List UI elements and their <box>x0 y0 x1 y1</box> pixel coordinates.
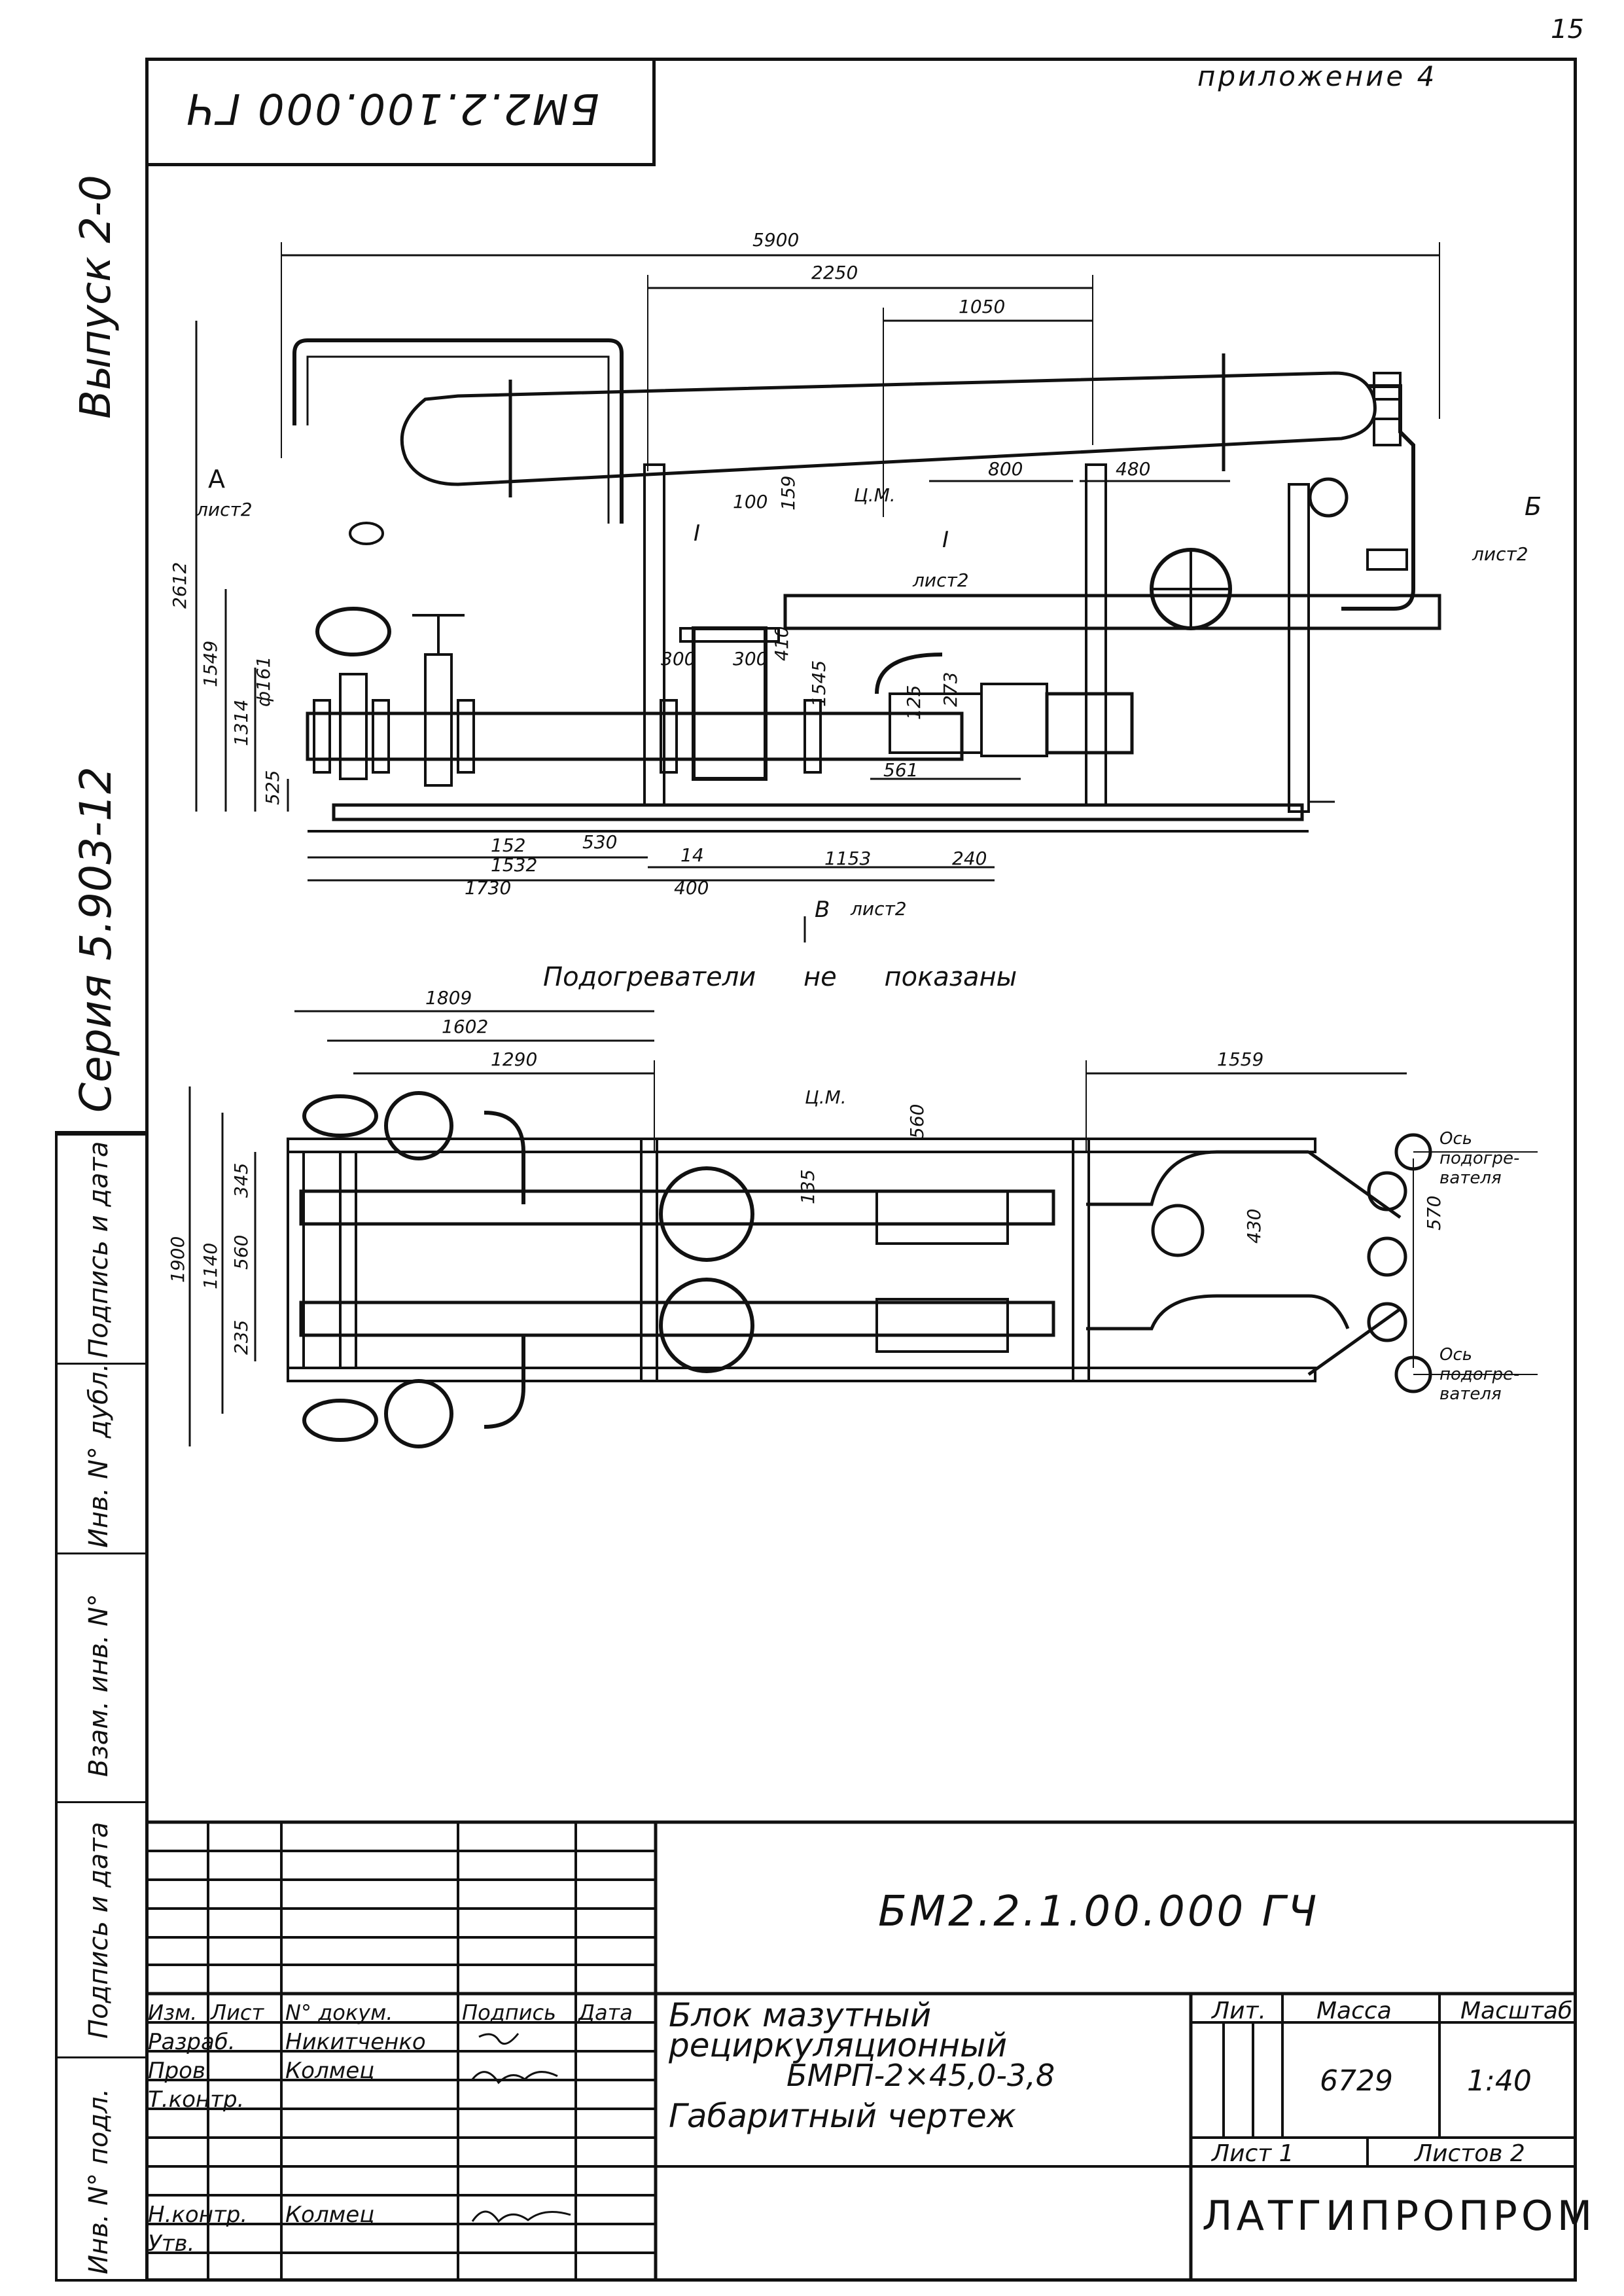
view-v-sheet: лист2 <box>851 898 907 920</box>
sheet-number: Лист 1 <box>1212 2140 1294 2167</box>
page-number: 15 <box>1551 14 1584 45</box>
sheets-total: Листов 2 <box>1415 2140 1525 2167</box>
dim-125: 125 <box>903 685 925 720</box>
dim-800: 800 <box>988 458 1023 480</box>
strip-cell: Взам. инв. N° <box>58 1552 145 1803</box>
dim-235: 235 <box>230 1319 252 1355</box>
name-row: Никитченко <box>285 2029 426 2055</box>
dim-345: 345 <box>230 1162 252 1198</box>
scale-label: Масштаб <box>1460 1998 1573 2024</box>
heaters-note: Подогреватели не показаны <box>543 962 1017 992</box>
scale-value: 1:40 <box>1467 2064 1532 2098</box>
section-sheet: лист2 <box>913 569 969 591</box>
center-mass-label: Ц.М. <box>854 484 896 506</box>
plan-center-mass-label: Ц.М. <box>805 1086 847 1108</box>
dim-300b: 300 <box>733 648 768 670</box>
dim-525: 525 <box>262 770 283 805</box>
name-row: Колмец <box>285 2202 375 2228</box>
dim-1314: 1314 <box>230 699 252 746</box>
dim-159: 159 <box>777 475 799 511</box>
col-date: Дата <box>578 2000 633 2025</box>
dim-152: 152 <box>491 834 526 856</box>
side-strip: Подпись и дата Инв. N° дубл. Взам. инв. … <box>55 1131 145 2282</box>
dim-14: 14 <box>680 844 704 866</box>
title-line2: БМРП-2×45,0-3,8 <box>786 2058 1055 2093</box>
dim-480: 480 <box>1116 458 1151 480</box>
dim-1545: 1545 <box>808 660 830 707</box>
lit-label: Лит. <box>1212 1998 1266 2024</box>
dim-410: 410 <box>771 626 792 661</box>
document-code: БМ2.2.1.00.000 ГЧ <box>878 1888 1320 1936</box>
col-izm: Изм. <box>148 2000 198 2025</box>
dim-561: 561 <box>883 759 919 781</box>
dim-1559: 1559 <box>1217 1049 1264 1070</box>
col-list: Лист <box>211 2000 264 2025</box>
section-i-right: I <box>942 527 949 553</box>
mass-label: Масса <box>1316 1998 1392 2024</box>
dim-135: 135 <box>797 1169 819 1204</box>
title-line1: Блок мазутный рециркуляционный <box>669 1996 1008 2064</box>
strip-cell: Подпись и дата <box>58 1801 145 2058</box>
signature-marks <box>471 2210 571 2223</box>
heater-axis-bottom: Ось подогре-вателя <box>1439 1345 1520 1404</box>
dim-1730: 1730 <box>465 877 512 899</box>
strip-cell: Инв. N° подл. <box>58 2056 145 2284</box>
dim-1290: 1290 <box>491 1049 538 1070</box>
dim-1050: 1050 <box>959 296 1006 317</box>
dim-560-top: 560 <box>906 1103 928 1139</box>
view-b-sheet: лист2 <box>1472 543 1528 565</box>
stamp-box: БМ2.2.100.000 ГЧ <box>145 58 656 166</box>
dim-300a: 300 <box>661 648 696 670</box>
dim-1153: 1153 <box>824 848 872 869</box>
elevation-view <box>195 242 1441 942</box>
title-block: БМ2.2.1.00.000 ГЧ Изм. Лист N° докум. По… <box>145 1822 1592 2282</box>
dim-570: 570 <box>1423 1195 1445 1230</box>
role-row: Утв. <box>148 2231 195 2257</box>
mass-value: 6729 <box>1320 2064 1393 2098</box>
view-a-sheet: лист2 <box>196 499 253 520</box>
name-row: Колмец <box>285 2058 375 2084</box>
dim-2612: 2612 <box>169 562 190 609</box>
dim-1602: 1602 <box>442 1016 489 1037</box>
dim-100: 100 <box>733 491 768 512</box>
role-row: Н.контр. <box>148 2202 248 2228</box>
dim-1532: 1532 <box>491 854 538 876</box>
strip-cell: Подпись и дата <box>58 1134 145 1365</box>
heater-axis-top: Ось подогре-вателя <box>1439 1129 1520 1188</box>
signature-marks <box>471 2033 558 2085</box>
dim-430: 430 <box>1243 1208 1265 1244</box>
role-row: Разраб. <box>148 2029 236 2055</box>
dim-1549: 1549 <box>200 640 221 687</box>
view-v-label: В <box>815 897 830 923</box>
plan-view <box>188 1010 1538 1448</box>
organization: ЛАТГИПРОПРОМ <box>1202 2192 1597 2240</box>
role-row: Пров. <box>148 2058 213 2084</box>
section-i-left: I <box>694 520 701 547</box>
strip-cell: Инв. N° дубл. <box>58 1363 145 1554</box>
dim-5900: 5900 <box>752 229 800 251</box>
drawing-frame <box>145 58 1577 2282</box>
dim-560: 560 <box>230 1234 252 1270</box>
title-line3: Габаритный чертеж <box>669 2097 1016 2135</box>
dim-2250: 2250 <box>811 262 858 283</box>
diameter-label: ф161 <box>253 656 274 707</box>
dim-400: 400 <box>674 877 709 899</box>
dim-240: 240 <box>952 848 987 869</box>
view-b-label: Б <box>1525 492 1542 521</box>
dim-530: 530 <box>582 831 618 853</box>
col-doc: N° докум. <box>285 2000 393 2025</box>
dim-1140: 1140 <box>200 1242 221 1289</box>
dim-1809: 1809 <box>425 987 472 1009</box>
dim-273: 273 <box>940 672 961 707</box>
col-sign: Подпись <box>462 2000 556 2025</box>
appendix-label: приложение 4 <box>1197 60 1438 92</box>
view-a-label: А <box>208 465 225 493</box>
title-block-grid <box>145 1820 1577 2282</box>
dim-1900: 1900 <box>167 1236 188 1283</box>
role-row: Т.контр. <box>148 2087 245 2113</box>
